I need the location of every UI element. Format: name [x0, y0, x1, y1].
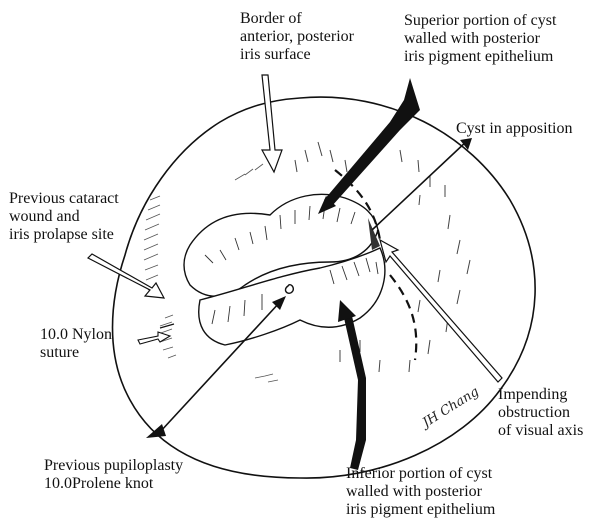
label-inferior-line2: walled with posterior	[346, 483, 495, 501]
label-cyst-apposition: Cyst in apposition	[456, 120, 572, 138]
nylon-arrow	[138, 332, 170, 344]
nylon-suture	[160, 324, 174, 328]
border-arrow	[262, 75, 282, 172]
label-border: Border of anterior, posterior iris surfa…	[240, 10, 354, 64]
label-pupiloplasty-line2: 10.0Prolene knot	[44, 475, 183, 493]
label-impending-line1: Impending	[498, 386, 583, 404]
label-cataract: Previous cataract wound and iris prolaps…	[9, 190, 119, 244]
label-superior: Superior portion of cyst walled with pos…	[404, 12, 556, 66]
cataract-arrow	[88, 254, 164, 298]
label-superior-line1: Superior portion of cyst	[404, 12, 556, 30]
label-nylon-line2: suture	[40, 344, 112, 362]
label-superior-line2: walled with posterior	[404, 30, 556, 48]
cyst-apposition-arrow	[372, 140, 468, 230]
inferior-arrow	[344, 316, 366, 470]
border-dashed-lower	[390, 275, 416, 360]
label-cataract-line2: wound and	[9, 208, 119, 226]
label-cataract-line3: iris prolapse site	[9, 226, 119, 244]
label-inferior: Inferior portion of cyst walled with pos…	[346, 465, 495, 519]
label-inferior-line3: iris pigment epithelium	[346, 501, 495, 519]
label-cyst-apposition-line1: Cyst in apposition	[456, 120, 572, 138]
label-superior-line3: iris pigment epithelium	[404, 48, 556, 66]
label-nylon-line1: 10.0 Nylon	[40, 326, 112, 344]
impending-arrow	[380, 240, 502, 382]
label-impending-line2: obstruction	[498, 404, 583, 422]
label-inferior-line1: Inferior portion of cyst	[346, 465, 495, 483]
label-nylon: 10.0 Nylon suture	[40, 326, 112, 362]
label-impending-line3: of visual axis	[498, 422, 583, 440]
label-border-line1: Border of	[240, 10, 354, 28]
label-cataract-line1: Previous cataract	[9, 190, 119, 208]
label-border-line2: anterior, posterior	[240, 28, 354, 46]
label-pupiloplasty-line1: Previous pupiloplasty	[44, 457, 183, 475]
label-pupiloplasty: Previous pupiloplasty 10.0Prolene knot	[44, 457, 183, 493]
label-impending: Impending obstruction of visual axis	[498, 386, 583, 440]
label-border-line3: iris surface	[240, 46, 354, 64]
